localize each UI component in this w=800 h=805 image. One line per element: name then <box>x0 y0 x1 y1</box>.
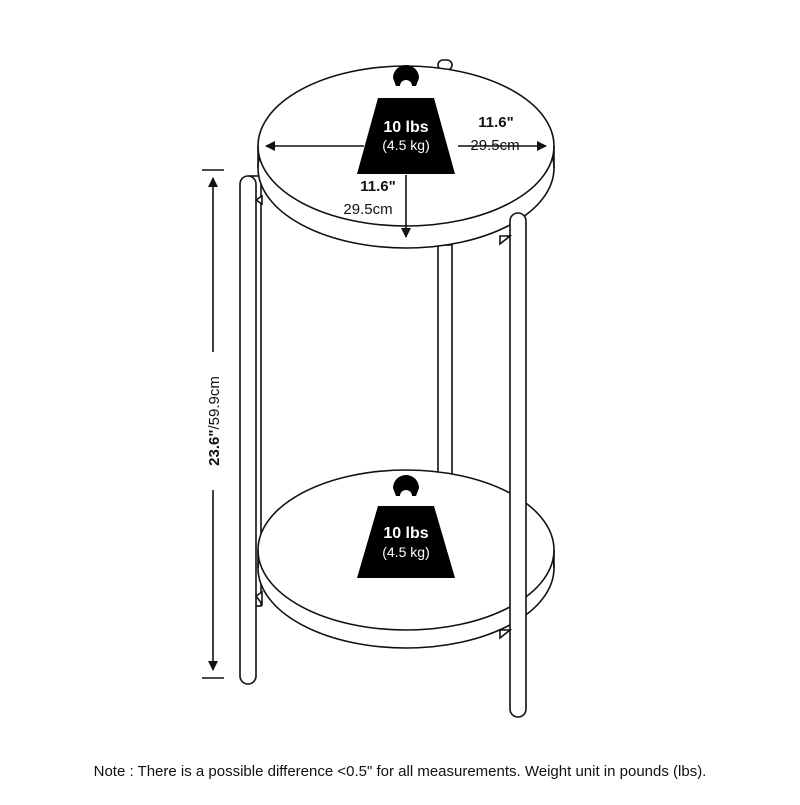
bottom-weight-lbs: 10 lbs <box>383 525 428 542</box>
top-weight-icon: 10 lbs (4.5 kg) <box>357 65 455 174</box>
top-width-cm: 29.5cm <box>470 137 519 154</box>
top-depth-cm: 29.5cm <box>343 201 392 218</box>
bottom-weight-icon: 10 lbs (4.5 kg) <box>357 475 455 578</box>
height-label: 23.6"/59.9cm <box>206 376 223 466</box>
back-right-leg <box>437 244 453 476</box>
top-width-inch: 11.6" <box>478 114 513 131</box>
height-cm: /59.9cm <box>206 376 223 429</box>
front-right-leg <box>509 212 527 718</box>
top-weight-kg: (4.5 kg) <box>382 137 429 153</box>
height-inch: 23.6" <box>206 430 223 466</box>
front-legs <box>239 175 527 718</box>
measurement-note: Note : There is a possible difference <0… <box>93 763 707 780</box>
bottom-weight-kg: (4.5 kg) <box>382 544 429 560</box>
top-weight-lbs: 10 lbs <box>383 119 428 136</box>
height-dimension <box>202 169 224 679</box>
front-left-leg <box>239 175 257 685</box>
top-depth-inch: 11.6" <box>360 178 395 195</box>
